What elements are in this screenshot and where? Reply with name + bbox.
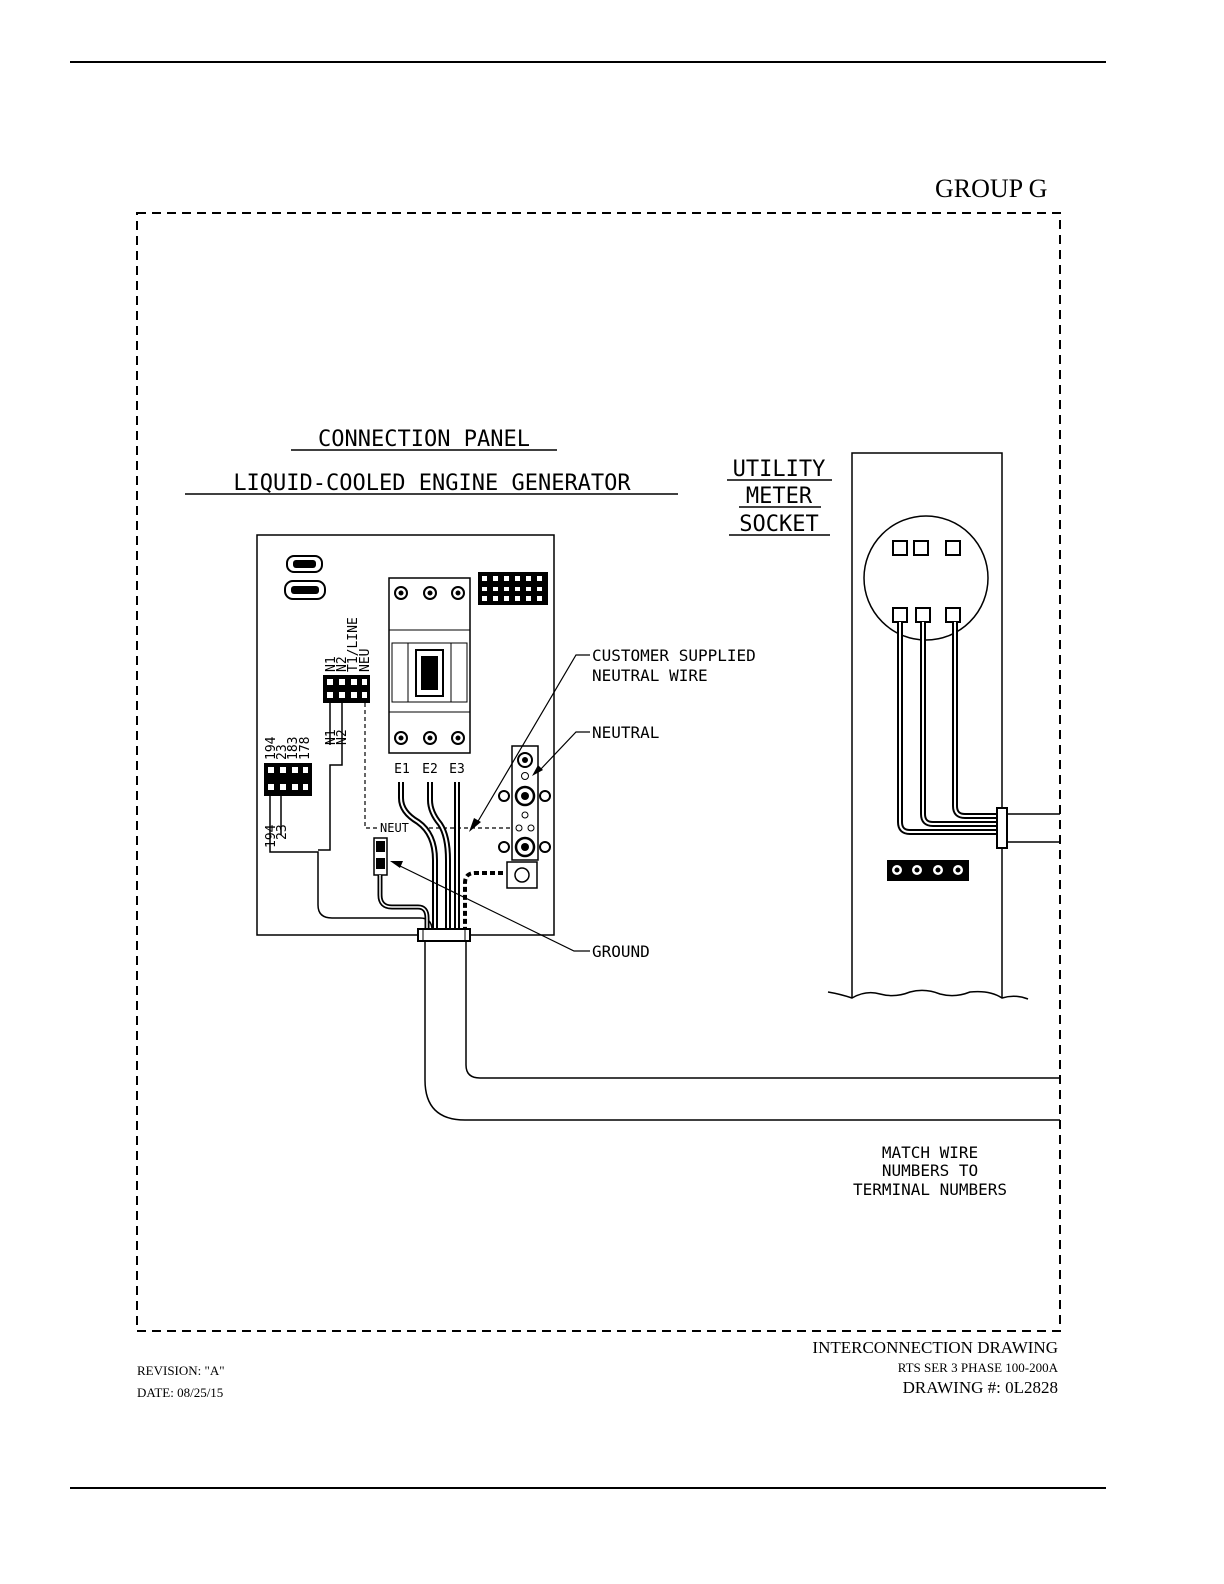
group-label: GROUP G [935, 174, 1048, 203]
terminal-label-n1-top: N1 [324, 656, 339, 672]
breaker-terminal-e3: E3 [449, 762, 465, 777]
callout-neutral-label: NEUTRAL [592, 723, 659, 742]
control-wiring [269, 703, 433, 931]
callout-customer-line-2: NEUTRAL WIRE [592, 666, 708, 685]
footer-left: REVISION: "A" DATE: 08/25/15 [137, 1360, 225, 1404]
meter-conduit-fitting [996, 807, 1008, 849]
terminal-label-23-bottom: 23 [275, 824, 290, 840]
terminal-label-n2-top: N2 [335, 656, 350, 672]
callout-ground [390, 861, 590, 952]
terminal-label-194-top: 194 [264, 736, 279, 760]
callout-customer-line-1: CUSTOMER SUPPLIED [592, 646, 756, 665]
terminal-block-n [323, 675, 370, 703]
data-connector-icon [284, 555, 326, 600]
terminal-label-n1-bottom: N1 [324, 729, 339, 745]
power-wires [377, 782, 503, 930]
utility-meter-socket [827, 452, 1029, 1000]
meter-wires [897, 622, 1002, 835]
terminal-label-23-top: 23 [275, 744, 290, 760]
note-line-2: NUMBERS TO [882, 1161, 978, 1180]
meter-title-1: UTILITY [733, 457, 826, 482]
drawing-number: DRAWING #: 0L2828 [902, 1378, 1058, 1397]
terminal-label-t1-line: T1/LINE [346, 617, 361, 672]
panel-title-1: CONNECTION PANEL [318, 427, 530, 452]
top-rule [70, 61, 1106, 63]
panel-conduit-fitting [417, 928, 471, 942]
breaker-terminal-e2: E2 [422, 762, 438, 777]
meter-neutral-bar [887, 860, 969, 881]
terminal-strip-top-right [478, 572, 548, 605]
revision: REVISION: "A" [137, 1363, 225, 1378]
date: DATE: 08/25/15 [137, 1385, 224, 1400]
note-line-3: TERMINAL NUMBERS [853, 1180, 1007, 1199]
terminal-block-control [264, 763, 312, 796]
callout-customer-neutral [469, 654, 590, 832]
ground-lug [373, 837, 388, 876]
connection-panel [256, 534, 555, 936]
breaker-terminal-e1: E1 [394, 762, 410, 777]
bottom-rule [70, 1487, 1106, 1489]
neutral-bar [498, 745, 551, 889]
footer-right: INTERCONNECTION DRAWING RTS SER 3 PHASE … [812, 1338, 1058, 1398]
callout-neutral [532, 731, 590, 776]
meter-title-2: METER [746, 484, 813, 509]
neutral-dashed-wire [364, 703, 512, 829]
terminal-label-183: 183 [286, 737, 301, 760]
drawing-subtitle: RTS SER 3 PHASE 100-200A [897, 1360, 1058, 1375]
panel-title-2: LIQUID-COOLED ENGINE GENERATOR [233, 471, 631, 496]
main-breaker [388, 577, 471, 754]
terminal-label-178: 178 [298, 737, 313, 760]
callout-ground-label: GROUND [592, 942, 650, 961]
terminal-label-194-bottom: 194 [264, 824, 279, 848]
neut-label: NEUT [380, 821, 409, 835]
conduit [424, 941, 1060, 1121]
note-line-1: MATCH WIRE [882, 1143, 978, 1162]
terminal-label-neu: NEU [358, 649, 373, 672]
meter-title-3: SOCKET [739, 512, 818, 537]
drawing-title: INTERCONNECTION DRAWING [812, 1338, 1058, 1357]
